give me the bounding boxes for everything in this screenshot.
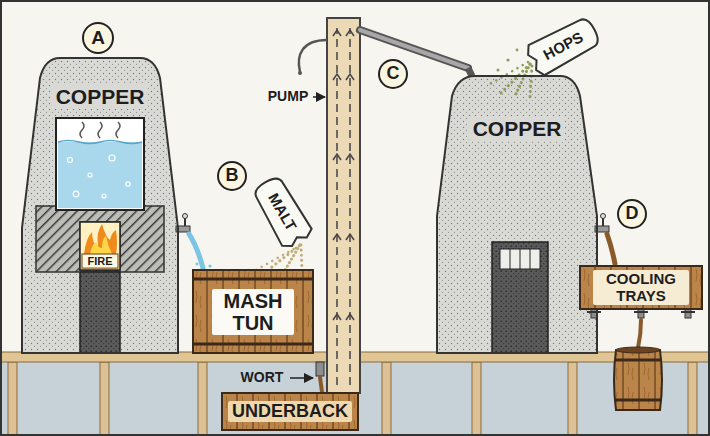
fire-label: FIRE [82, 254, 118, 268]
mash-tun: MASH TUN [193, 270, 313, 353]
node-text: B [226, 166, 239, 186]
callout-circle: A [82, 22, 114, 54]
part-label: WORT [241, 370, 284, 385]
node-text: A [91, 28, 105, 49]
callout-circle: B [217, 161, 247, 191]
label-holder: WORT [241, 370, 284, 385]
malt-bag: MALT [250, 173, 315, 251]
copper-vessel: COPPER [437, 76, 597, 353]
node-text: COOLING TRAYS [593, 270, 689, 305]
underback-tank: UNDERBACK [222, 393, 358, 430]
hops-bag: HOPS [523, 14, 603, 78]
copper-vessel: COPPER FIRE [20, 58, 180, 353]
node-text: D [626, 204, 639, 224]
node-text: UNDERBACK [228, 401, 352, 423]
part-label: PUMP [268, 89, 308, 104]
label-holder: PUMP [268, 89, 308, 104]
cooling-trays: COOLING TRAYS [580, 266, 702, 309]
node-text: C [387, 64, 400, 84]
callout-circle: D [617, 199, 647, 229]
node-text: MASH TUN [212, 289, 294, 335]
node-text: COPPER [52, 84, 149, 109]
node-text: FIRE [87, 255, 112, 267]
callout-circle: C [378, 59, 408, 89]
node-text: COPPER [469, 116, 566, 141]
